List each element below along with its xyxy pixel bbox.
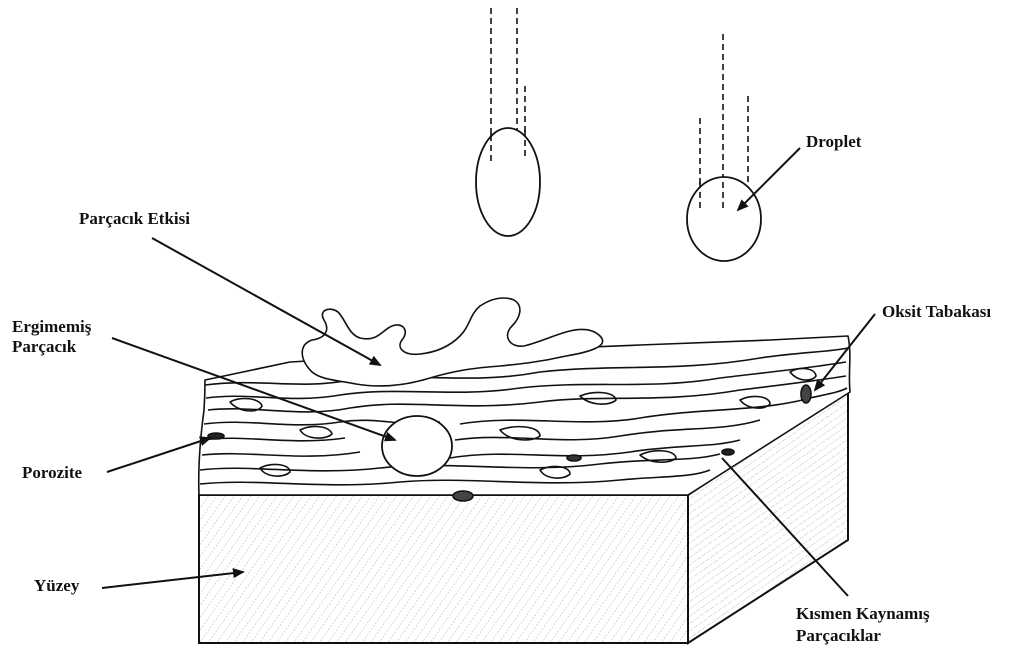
label-partially-fused-line2: Parçacıklar: [796, 626, 881, 646]
arrow-porosity: [107, 438, 210, 472]
label-oxide-layer: Oksit Tabakası: [882, 302, 991, 322]
unmelted-particle: [382, 416, 452, 476]
label-unmelted-line2: Parçacık: [12, 337, 76, 357]
droplet-left: [476, 8, 540, 236]
droplet-right: [687, 34, 761, 261]
label-porosity: Porozite: [22, 463, 82, 483]
label-surface: Yüzey: [34, 576, 79, 596]
label-droplet: Droplet: [806, 132, 861, 152]
label-partially-fused-line1: Kısmen Kaynamış: [796, 604, 930, 624]
substrate-front-face: [199, 495, 688, 643]
arrow-particle-impact: [152, 238, 380, 365]
label-unmelted-line1: Ergimemiş: [12, 317, 91, 337]
label-particle-impact: Parçacık Etkisi: [79, 209, 190, 229]
